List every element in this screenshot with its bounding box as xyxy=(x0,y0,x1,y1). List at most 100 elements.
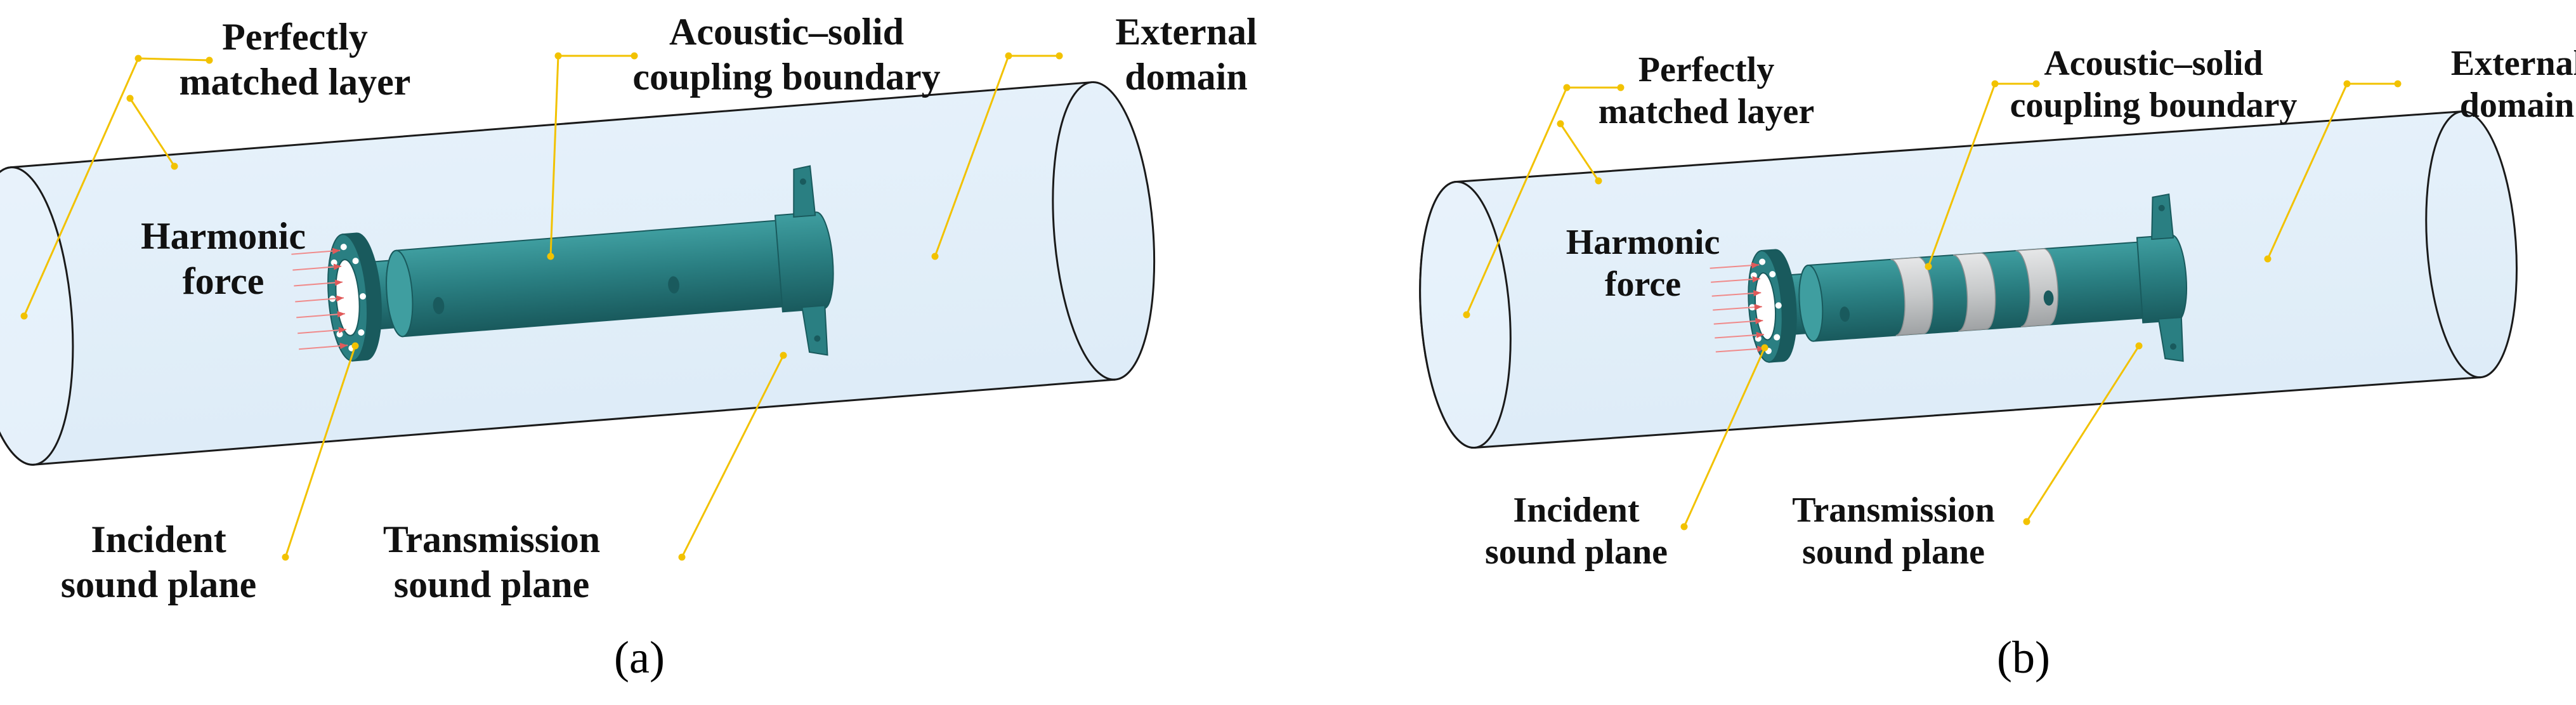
harmonic-force-arrows xyxy=(291,247,348,350)
force-arrowhead xyxy=(1752,276,1760,283)
force-arrow xyxy=(1715,348,1765,353)
leader-dot xyxy=(554,52,562,60)
mounting-lug-bottom xyxy=(2157,317,2184,362)
leader-dot xyxy=(20,312,28,320)
transmission-leader xyxy=(678,352,787,561)
incident-label-line: Incident xyxy=(1513,491,1639,530)
pml-leader-2 xyxy=(126,95,178,170)
incident-leader xyxy=(1680,344,1769,530)
force-arrowhead xyxy=(1755,317,1763,324)
force-arrow xyxy=(294,281,343,287)
shaft-front-face xyxy=(386,249,414,338)
leader-dot xyxy=(1761,344,1769,352)
leader-dot xyxy=(1925,263,1932,270)
leader-dot xyxy=(1595,177,1602,185)
leader-line xyxy=(129,98,176,167)
side-hole xyxy=(433,296,445,315)
leader-dot xyxy=(1005,52,1012,60)
transmission-label-line: Transmission xyxy=(383,518,600,560)
leader-line xyxy=(2025,345,2140,522)
coupling-band-2 xyxy=(1952,253,1996,332)
bolt-hole xyxy=(336,331,343,338)
coupling-leader xyxy=(1925,80,2040,270)
mounting-lug-top xyxy=(2151,193,2174,240)
pml-label-line: matched layer xyxy=(180,61,411,103)
leader-dot xyxy=(1557,120,1564,128)
leader-dot xyxy=(1617,84,1625,91)
leader-dot xyxy=(678,553,686,561)
coupling-label-line: Acoustic–solid xyxy=(669,11,904,53)
leader-dot xyxy=(126,95,134,102)
incident-label-line: sound plane xyxy=(61,563,257,605)
force-arrowhead xyxy=(339,343,348,350)
rear-collar xyxy=(774,211,834,313)
force-arrowhead xyxy=(334,279,343,286)
bolt-hole xyxy=(352,258,359,265)
force-arrow xyxy=(1713,306,1762,311)
force-arrowhead xyxy=(1757,345,1765,352)
leader-dot xyxy=(2023,518,2030,525)
leader-line xyxy=(1559,123,1600,181)
bolt-hole xyxy=(1775,302,1782,309)
side-hole xyxy=(668,276,679,294)
external-label-line: External xyxy=(1115,11,1257,53)
bolt-hole xyxy=(359,293,366,300)
leader-line xyxy=(681,355,785,558)
coupling-label-line: coupling boundary xyxy=(2010,86,2298,125)
pml-label-line: matched layer xyxy=(1599,92,1815,131)
bolt-hole xyxy=(1774,334,1781,341)
leader-dot xyxy=(1991,80,1999,88)
leader-dot xyxy=(1680,523,1688,530)
rear-collar xyxy=(2136,234,2188,324)
force-arrow xyxy=(299,345,348,350)
bolt-hole xyxy=(1759,258,1766,265)
bolt-hole xyxy=(340,244,347,251)
domain-far-rim xyxy=(1052,81,1116,381)
coupling-band-1 xyxy=(1890,257,1933,336)
lug-hole xyxy=(2170,343,2177,350)
leader-dot xyxy=(547,253,554,260)
pml-leader xyxy=(1463,84,1625,319)
force-arrowhead xyxy=(333,263,342,270)
incident-label-line: Incident xyxy=(91,518,226,560)
coupling-band-3 xyxy=(2015,248,2058,327)
leader-dot xyxy=(134,55,142,62)
coupling-leader xyxy=(547,52,638,260)
external-leader xyxy=(931,52,1063,260)
mounting-lug-bottom xyxy=(801,305,828,356)
external-label-line: domain xyxy=(1125,56,1247,98)
force-arrow xyxy=(292,265,342,271)
force-arrow xyxy=(1711,278,1760,283)
pml-leader-2 xyxy=(1557,120,1602,185)
leader-dot xyxy=(1056,52,1063,60)
lug-hole xyxy=(814,335,821,342)
coupling-label-line: Acoustic–solid xyxy=(2044,44,2263,83)
force-arrow xyxy=(296,313,346,319)
force-label-line: Harmonic xyxy=(141,215,306,257)
side-hole xyxy=(2043,290,2054,306)
force-arrow xyxy=(297,329,347,334)
external-leader xyxy=(2264,80,2402,263)
coupling-label-line: coupling boundary xyxy=(632,56,940,98)
valve-shaft-solid xyxy=(291,165,834,362)
lug-hole xyxy=(799,178,806,185)
leader-dot xyxy=(1463,311,1470,319)
leader-dot xyxy=(2343,80,2351,88)
incident-leader xyxy=(282,342,359,561)
leader-dot xyxy=(631,52,638,60)
